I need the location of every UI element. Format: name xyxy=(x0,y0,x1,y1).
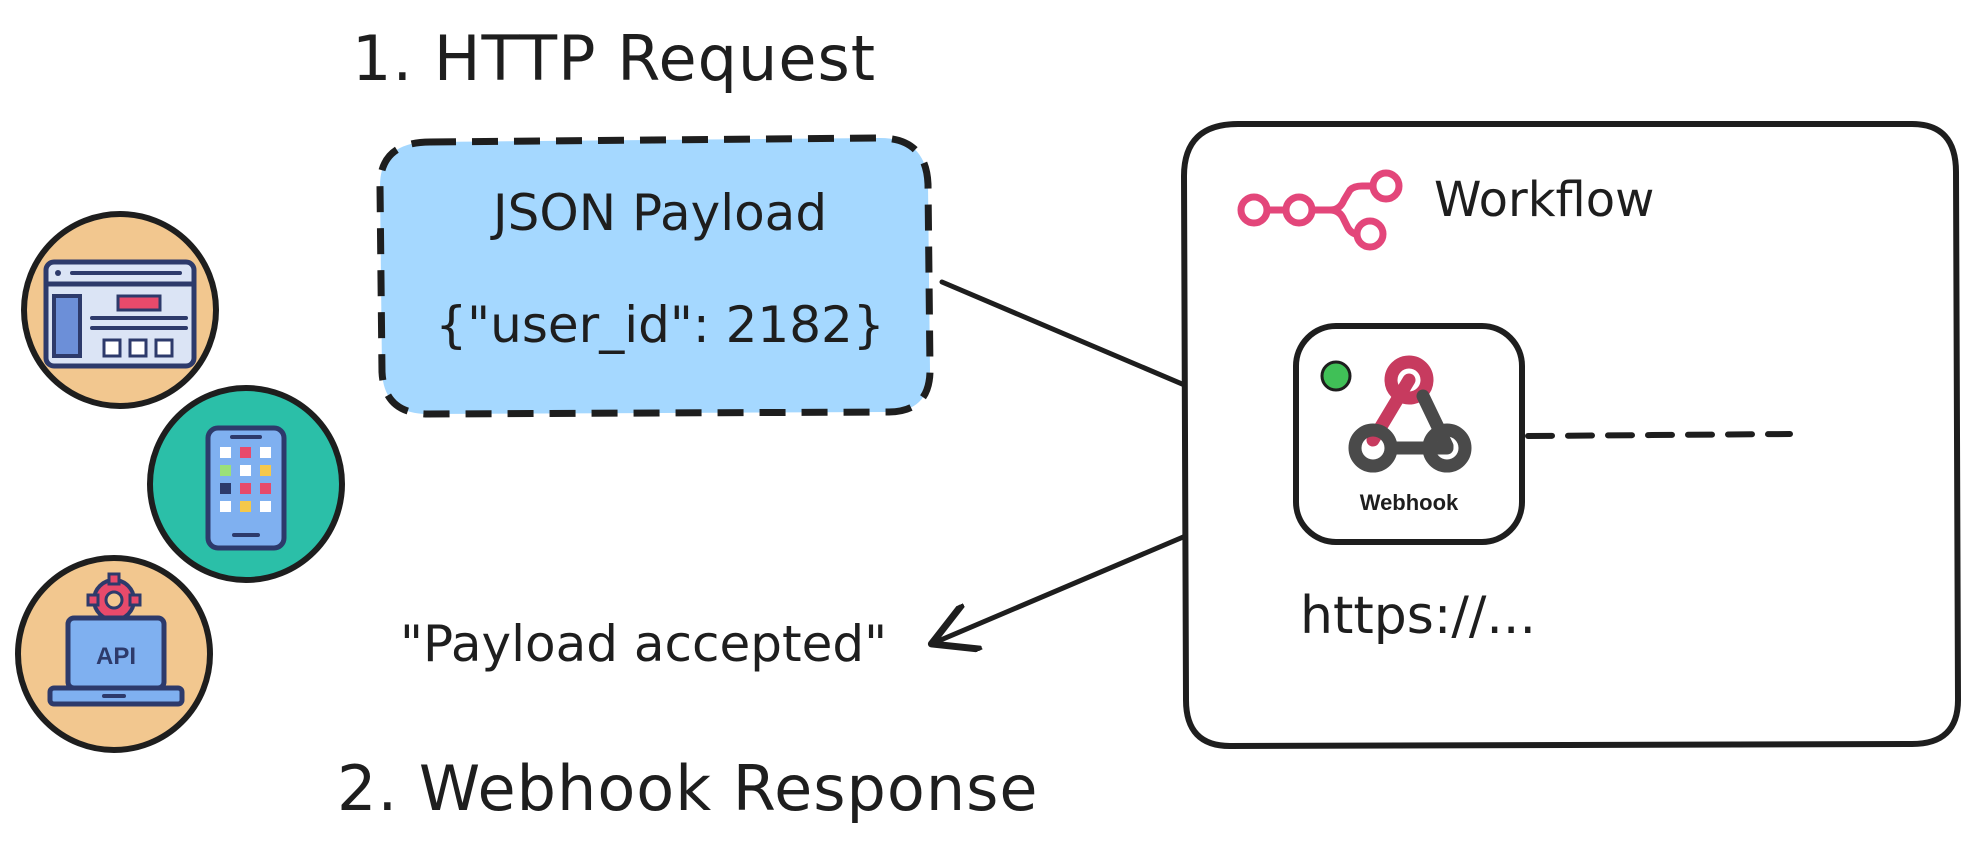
workflow-icon xyxy=(1237,169,1403,251)
client-mobile[interactable] xyxy=(147,385,345,583)
api-icon-label: API xyxy=(96,643,136,670)
client-api[interactable]: API xyxy=(15,555,213,753)
step2-title: 2. Webhook Response xyxy=(337,752,1039,825)
json-payload-box xyxy=(376,134,934,418)
payload-body: {"user_id": 2182} xyxy=(435,296,885,354)
webhook-url[interactable]: https://... xyxy=(1300,586,1536,646)
browser-window-icon xyxy=(43,259,197,369)
workflow-connector xyxy=(1525,431,1793,439)
payload-title: JSON Payload xyxy=(492,184,828,242)
status-indicator xyxy=(1320,360,1352,392)
laptop-api-icon xyxy=(47,572,185,707)
response-text: "Payload accepted" xyxy=(400,615,888,673)
webhook-node-label: Webhook xyxy=(1359,490,1459,515)
smartphone-icon xyxy=(205,425,287,551)
webhook-icon xyxy=(1348,355,1472,473)
workflow-label: Workflow xyxy=(1434,172,1655,228)
client-website[interactable] xyxy=(21,211,219,409)
webhook-node[interactable] xyxy=(1293,323,1525,545)
gear-icon xyxy=(86,572,142,622)
step1-title: 1. HTTP Request xyxy=(352,22,877,95)
